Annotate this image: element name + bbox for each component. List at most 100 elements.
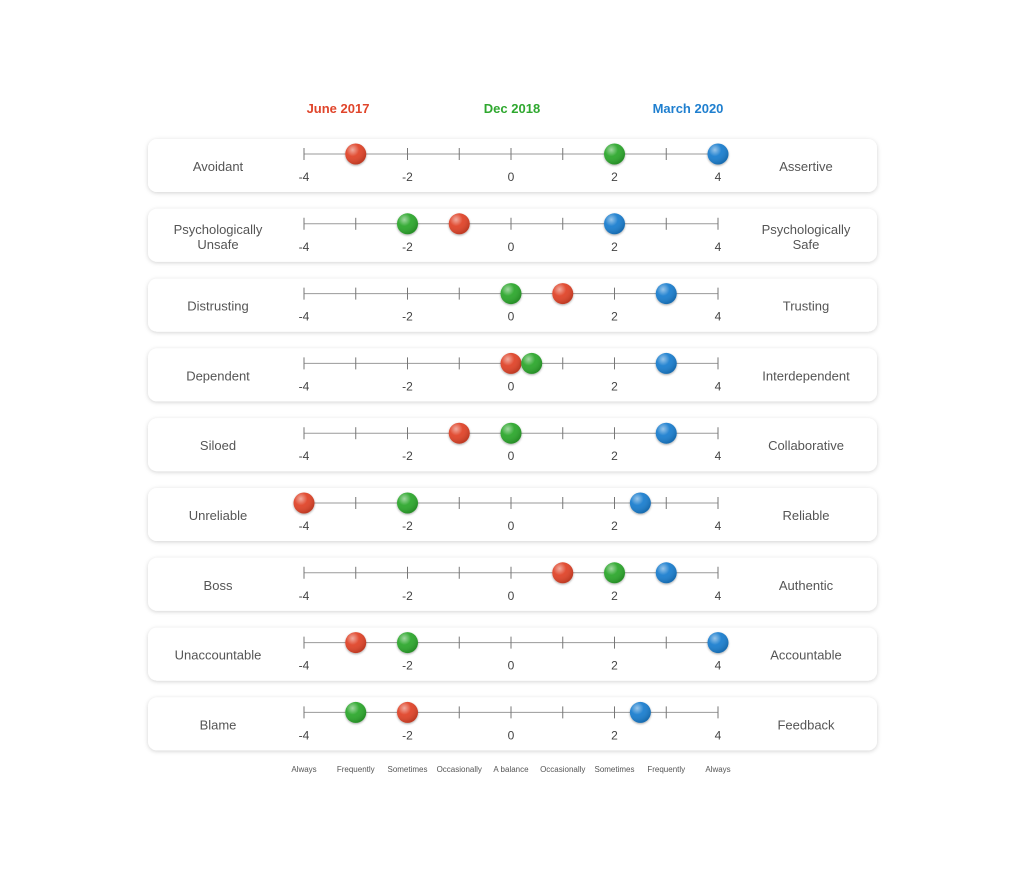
tick-label: -4 [299, 659, 310, 673]
frequency-label: Frequently [647, 765, 685, 774]
data-point-gloss [604, 562, 625, 584]
scale-row: Distrusting Trusting -4 -2 0 2 4 [148, 278, 877, 332]
tick-label: -2 [402, 659, 413, 673]
tick-label: 2 [611, 170, 618, 184]
row-label-right: Reliable [783, 508, 830, 523]
frequency-label: Always [705, 765, 730, 774]
row-label-right: Collaborative [768, 438, 844, 453]
row-label-right: Authentic [779, 578, 834, 593]
row-card [148, 348, 877, 402]
tick-label: 0 [508, 240, 515, 254]
data-point-gloss [500, 422, 522, 444]
legend-label-2: Dec 2018 [484, 101, 540, 116]
row-card [148, 418, 877, 472]
data-point-gloss [345, 143, 367, 165]
row-card [148, 208, 877, 262]
row-label-right: Interdependent [762, 368, 850, 383]
tick-label: 0 [508, 659, 515, 673]
data-point-gloss [500, 352, 522, 374]
tick-label: 2 [611, 728, 618, 742]
data-point-gloss [293, 492, 315, 514]
row-card [148, 697, 877, 751]
row-label-left: Blame [200, 717, 237, 732]
data-point-gloss [552, 562, 574, 584]
row-label-right: Feedback [777, 717, 835, 732]
data-point-gloss [655, 352, 677, 374]
frequency-label: A balance [493, 765, 529, 774]
data-point-gloss [655, 283, 677, 305]
data-point-gloss [707, 632, 729, 654]
tick-label: -2 [402, 449, 413, 463]
data-point-gloss [604, 213, 625, 235]
tick-label: 4 [715, 240, 722, 254]
tick-label: -4 [299, 589, 310, 603]
tick-label: 0 [508, 519, 515, 533]
data-point-gloss [397, 213, 418, 235]
data-point-gloss [604, 143, 625, 165]
data-point-gloss [521, 352, 543, 374]
row-label-left: Unaccountable [175, 648, 262, 663]
tick-label: -2 [402, 379, 413, 393]
legend-label-1: June 2017 [307, 101, 370, 116]
tick-label: 4 [715, 449, 722, 463]
row-label-left: Avoidant [193, 159, 244, 174]
tick-label: -2 [402, 240, 413, 254]
tick-label: 0 [508, 170, 515, 184]
row-label-left: Distrusting [187, 299, 248, 314]
data-point-gloss [345, 701, 367, 723]
tick-label: 2 [611, 310, 618, 324]
row-card [148, 557, 877, 611]
data-point-gloss [707, 143, 729, 165]
tick-label: -4 [299, 240, 310, 254]
tick-label: -4 [299, 310, 310, 324]
tick-label: 0 [508, 310, 515, 324]
tick-label: -2 [402, 170, 413, 184]
data-point-gloss [345, 632, 367, 654]
data-point-gloss [629, 701, 651, 723]
data-point-gloss [629, 492, 651, 514]
row-label-left: Siloed [200, 438, 236, 453]
frequency-labels: Always Frequently Sometimes Occasionally A b… [291, 765, 730, 774]
data-point-gloss [655, 562, 677, 584]
row-label-left: Unreliable [189, 508, 248, 523]
tick-label: 2 [611, 659, 618, 673]
frequency-label: Always [291, 765, 316, 774]
data-point-gloss [552, 283, 574, 305]
data-point-gloss [397, 701, 418, 723]
tick-label: 2 [611, 519, 618, 533]
tick-label: 4 [715, 379, 722, 393]
data-point-gloss [397, 632, 418, 654]
data-point-gloss [448, 213, 470, 235]
frequency-label: Sometimes [387, 765, 427, 774]
row-label-left: Dependent [186, 368, 250, 383]
frequency-label: Sometimes [594, 765, 634, 774]
row-card [148, 139, 877, 192]
tick-label: 0 [508, 379, 515, 393]
tick-label: 2 [611, 240, 618, 254]
tick-label: 2 [611, 589, 618, 603]
row-card [148, 278, 877, 332]
tick-label: -4 [299, 728, 310, 742]
tick-label: -2 [402, 519, 413, 533]
data-point-gloss [655, 422, 677, 444]
tick-label: 4 [715, 589, 722, 603]
tick-label: -2 [402, 589, 413, 603]
tick-label: 4 [715, 170, 722, 184]
frequency-label: Occasionally [540, 765, 585, 774]
tick-label: 4 [715, 310, 722, 324]
row-card [148, 488, 877, 541]
tick-label: 4 [715, 519, 722, 533]
row-label-right: Trusting [783, 299, 829, 314]
tick-label: 4 [715, 728, 722, 742]
tick-label: -2 [402, 310, 413, 324]
